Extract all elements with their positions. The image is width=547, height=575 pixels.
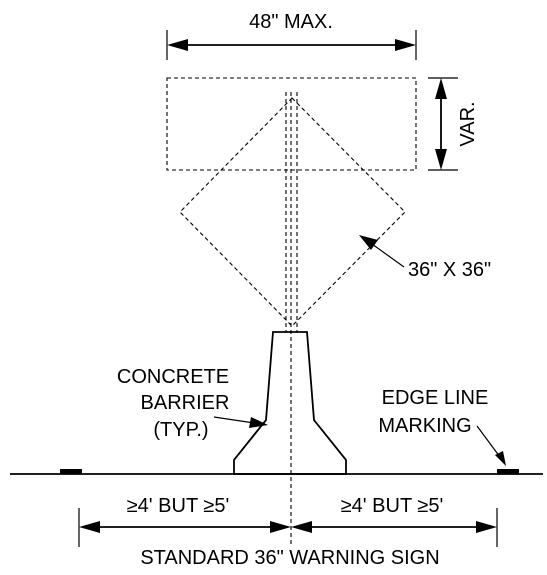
diamond-size-label: 36" X 36" — [408, 259, 491, 281]
offset-right-label: ≥4' BUT ≥5' — [341, 495, 444, 517]
height-var-dimension — [428, 77, 458, 171]
diamond-size-leader — [359, 235, 405, 268]
height-var-label: VAR. — [457, 101, 479, 146]
barrier-label-line1: CONCRETE — [117, 366, 229, 388]
edge-line-label-line1: EDGE LINE — [382, 387, 489, 409]
top-width-label: 48" MAX. — [249, 11, 333, 33]
barrier-label-line2: BARRIER — [141, 392, 230, 414]
offset-left-label: ≥4' BUT ≥5' — [127, 495, 230, 517]
edge-line-marking-left — [60, 469, 82, 474]
concrete-barrier — [233, 331, 347, 475]
barrier-leader — [213, 416, 268, 428]
diagram-caption: STANDARD 36" WARNING SIGN — [140, 547, 439, 569]
top-width-dimension — [166, 30, 417, 60]
barrier-label-line3: (TYP.) — [153, 419, 208, 441]
edge-line-leader — [476, 425, 506, 466]
offset-dimension — [78, 508, 498, 547]
edge-line-marking-right — [497, 469, 519, 474]
edge-line-label-line2: MARKING — [378, 415, 471, 437]
diamond-sign-outline — [179, 97, 406, 327]
sign-post — [285, 92, 298, 332]
